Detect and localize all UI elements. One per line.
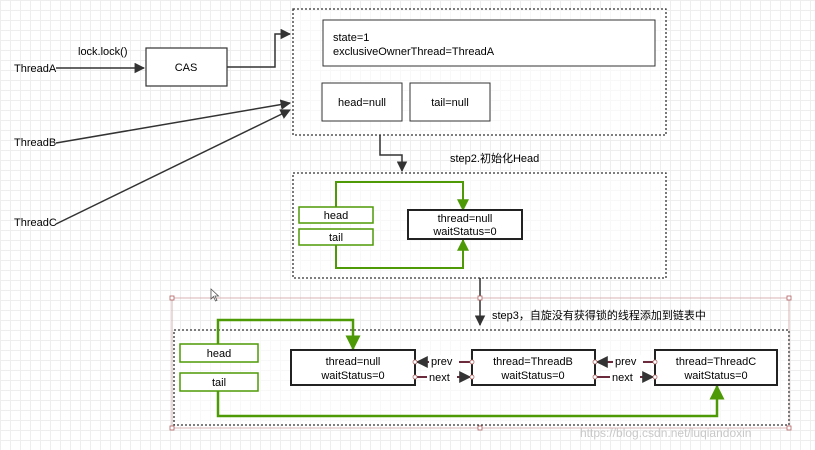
head-null-box bbox=[321, 82, 403, 122]
state-box bbox=[322, 19, 656, 67]
step2-title: step2.初始化Head bbox=[450, 151, 539, 165]
mouse-cursor-icon bbox=[210, 288, 220, 302]
step3-node-thread-b bbox=[471, 349, 596, 386]
step3-tail-box bbox=[179, 372, 259, 392]
prev-label-1: prev bbox=[431, 356, 453, 368]
step3-node-b-thread: thread=ThreadB bbox=[493, 356, 573, 368]
cas-label: CAS bbox=[175, 62, 198, 74]
thread-c-label: ThreadC bbox=[14, 217, 57, 229]
step3-node-c-waitstatus: waitStatus=0 bbox=[683, 370, 747, 382]
step3-node-head-waitstatus: waitStatus=0 bbox=[320, 370, 384, 382]
tail-null-box bbox=[409, 82, 491, 122]
step3-head-box bbox=[179, 343, 259, 363]
next-label-2: next bbox=[612, 372, 633, 384]
watermark: https://blog.csdn.net/luqiandoxin bbox=[580, 426, 751, 440]
step2-head-label: head bbox=[324, 210, 348, 222]
prev-label-2: prev bbox=[615, 356, 637, 368]
connection-points bbox=[412, 359, 658, 380]
step3-head-link bbox=[216, 318, 361, 351]
step2-tail-label: tail bbox=[329, 232, 343, 244]
step2-tail-box bbox=[298, 228, 374, 246]
lock-call-label: lock.lock() bbox=[78, 46, 128, 58]
head-null-label: head=null bbox=[338, 97, 386, 109]
step3-title: step3，自旋没有获得锁的线程添加到链表中 bbox=[492, 308, 706, 322]
tail-null-label: tail=null bbox=[431, 97, 469, 109]
step3-head-label: head bbox=[207, 348, 231, 360]
step2-node-waitstatus: waitStatus=0 bbox=[432, 226, 496, 238]
step3-node-c-thread: thread=ThreadC bbox=[676, 356, 756, 368]
step3-node-thread-c bbox=[654, 349, 778, 386]
step2-tail-link bbox=[335, 238, 469, 269]
to-step2-arrow bbox=[379, 135, 408, 173]
step2-head-box bbox=[298, 206, 374, 224]
thread-b-arrow bbox=[55, 99, 292, 144]
step2-node-thread: thread=null bbox=[438, 213, 493, 225]
exclusive-owner-line: exclusiveOwnerThread=ThreadA bbox=[333, 46, 495, 58]
next-label-1: next bbox=[429, 372, 450, 384]
step3-tail-link bbox=[216, 384, 725, 418]
cas-to-state-arrow bbox=[227, 28, 292, 68]
thread-b-label: ThreadB bbox=[14, 137, 56, 149]
thread-a-label: ThreadA bbox=[14, 63, 57, 75]
step3-node-b-waitstatus: waitStatus=0 bbox=[500, 370, 564, 382]
selection-handles bbox=[169, 295, 792, 431]
step3-node-head-thread: thread=null bbox=[326, 356, 381, 368]
step2-node bbox=[407, 209, 523, 240]
state-line: state=1 bbox=[333, 32, 369, 44]
step3-node-head bbox=[290, 349, 416, 386]
step2-head-link bbox=[335, 181, 469, 212]
step3-tail-label: tail bbox=[212, 377, 226, 389]
thread-c-arrow bbox=[55, 109, 291, 225]
